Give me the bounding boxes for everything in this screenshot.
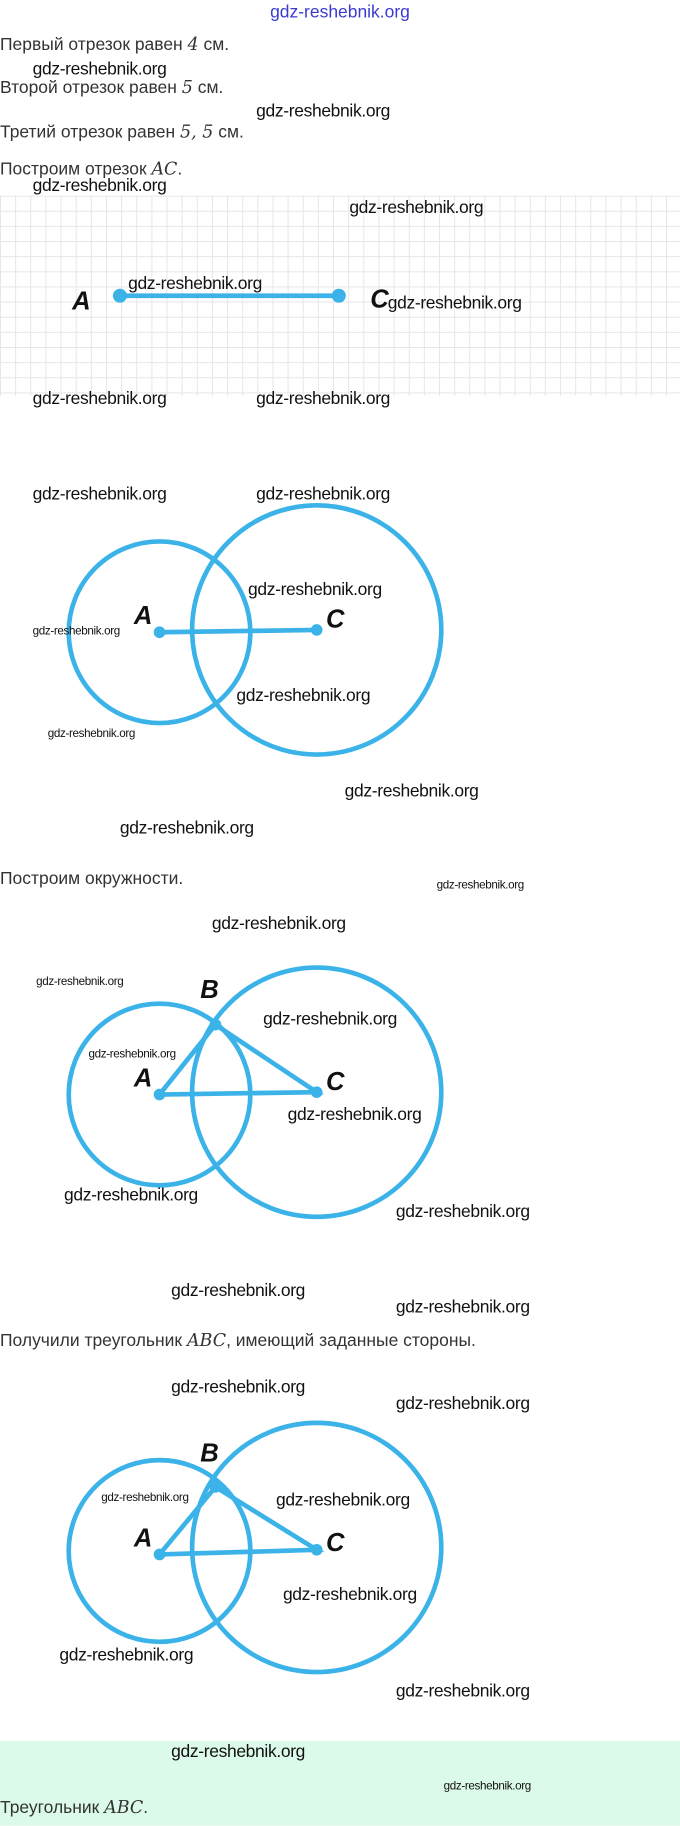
circle-c: [189, 1420, 444, 1675]
label-c: C: [326, 1529, 345, 1557]
segment-ac: [159, 627, 317, 635]
watermark: gdz-reshebnik.org: [443, 1780, 532, 1794]
text-first-segment: Первый отрезок равен 4 см.: [0, 34, 229, 55]
watermark: gdz-reshebnik.org: [47, 727, 136, 741]
watermark: gdz-reshebnik.org: [275, 1490, 410, 1511]
math: 5, 5: [180, 121, 214, 143]
label-c: C: [326, 1068, 345, 1096]
point-a: [153, 626, 166, 639]
circles-figure-1: A C: [66, 503, 444, 757]
watermark: gdz-reshebnik.org: [344, 781, 479, 802]
watermark: gdz-reshebnik.org: [256, 101, 391, 122]
text: см.: [192, 78, 224, 98]
point-b: [209, 1481, 222, 1493]
watermark: gdz-reshebnik.org: [248, 579, 382, 600]
label-c: C: [370, 285, 389, 313]
triangle-abc: [157, 1483, 325, 1557]
text: Третий отрезок равен: [0, 122, 181, 143]
site-watermark-link[interactable]: gdz-reshebnik.org: [270, 2, 410, 23]
label-a: A: [71, 288, 91, 316]
segment-ac-figure: A C: [71, 285, 389, 316]
point-c: [310, 1086, 323, 1099]
answer-block: [0, 1740, 680, 1826]
label-b: B: [200, 976, 219, 1004]
watermark: gdz-reshebnik.org: [395, 1297, 530, 1317]
text: см.: [198, 34, 230, 55]
circles-figure-3: A B C: [66, 1420, 444, 1675]
watermark: gdz-reshebnik.org: [395, 1393, 530, 1414]
watermark: gdz-reshebnik.org: [256, 388, 391, 409]
math: 4: [187, 33, 199, 55]
text: см.: [213, 122, 244, 143]
watermark: gdz-reshebnik.org: [395, 1681, 530, 1702]
triangle-abc: [157, 1021, 325, 1097]
text: Построим отрезок: [0, 159, 152, 180]
watermark: gdz-reshebnik.org: [36, 975, 124, 989]
watermark: gdz-reshebnik.org: [171, 1741, 306, 1762]
text-build-circles: Построим окружности.: [0, 868, 184, 889]
watermark: gdz-reshebnik.org: [349, 197, 484, 218]
watermark: gdz-reshebnik.org: [32, 388, 167, 409]
label-a: A: [133, 1064, 153, 1092]
label-b: B: [200, 1439, 219, 1467]
text-build-ac: Построим отрезок AC.: [0, 158, 182, 179]
point-a: [112, 288, 127, 303]
text-third-segment: Третий отрезок равен 5, 5 см.: [0, 121, 244, 142]
math: ABC: [186, 1329, 227, 1351]
watermark: gdz-reshebnik.org: [64, 1185, 198, 1206]
text: Треугольник: [0, 1797, 105, 1818]
watermark: gdz-reshebnik.org: [282, 1584, 417, 1605]
label-a: A: [133, 602, 153, 630]
label-a: A: [133, 1524, 153, 1552]
text: Первый отрезок равен: [0, 34, 188, 55]
watermark: gdz-reshebnik.org: [211, 914, 346, 934]
label-c: C: [326, 606, 345, 634]
math: AC: [151, 158, 178, 180]
text-triangle-result: Получили треугольник ABC, имеющий заданн…: [0, 1330, 476, 1351]
watermark: gdz-reshebnik.org: [263, 1009, 398, 1030]
math: ABC: [104, 1796, 144, 1818]
watermark: gdz-reshebnik.org: [256, 484, 391, 505]
watermark: gdz-reshebnik.org: [101, 1491, 189, 1505]
watermark: gdz-reshebnik.org: [88, 1047, 176, 1061]
watermark: gdz-reshebnik.org: [32, 625, 121, 639]
text: .: [143, 1797, 149, 1818]
point-c: [331, 288, 346, 303]
point-a: [153, 1548, 166, 1561]
watermark: gdz-reshebnik.org: [32, 59, 167, 80]
point-c: [310, 1543, 323, 1556]
point-b: [209, 1018, 222, 1031]
watermark: gdz-reshebnik.org: [436, 879, 525, 892]
text: Второй отрезок равен: [0, 78, 182, 98]
circles-figure-2: A B C: [66, 965, 444, 1220]
watermark: gdz-reshebnik.org: [32, 175, 167, 196]
point-c: [310, 624, 323, 636]
watermark: gdz-reshebnik.org: [171, 1280, 306, 1301]
watermark: gdz-reshebnik.org: [119, 818, 254, 839]
watermark: gdz-reshebnik.org: [387, 293, 522, 314]
watermark: gdz-reshebnik.org: [395, 1201, 530, 1222]
watermark: gdz-reshebnik.org: [236, 685, 371, 706]
watermark: gdz-reshebnik.org: [171, 1377, 306, 1398]
text-answer: Треугольник ABC.: [0, 1797, 148, 1818]
text: , имеющий заданные стороны.: [226, 1330, 476, 1351]
watermark: gdz-reshebnik.org: [128, 273, 262, 294]
watermark: gdz-reshebnik.org: [59, 1645, 194, 1666]
point-a: [153, 1088, 166, 1101]
text: .: [177, 159, 183, 180]
math: 5: [181, 76, 193, 98]
watermark: gdz-reshebnik.org: [32, 484, 167, 505]
text: Получили треугольник: [0, 1330, 187, 1351]
text-second-segment: Второй отрезок равен 5 см.: [0, 77, 223, 98]
watermark: gdz-reshebnik.org: [287, 1104, 422, 1125]
